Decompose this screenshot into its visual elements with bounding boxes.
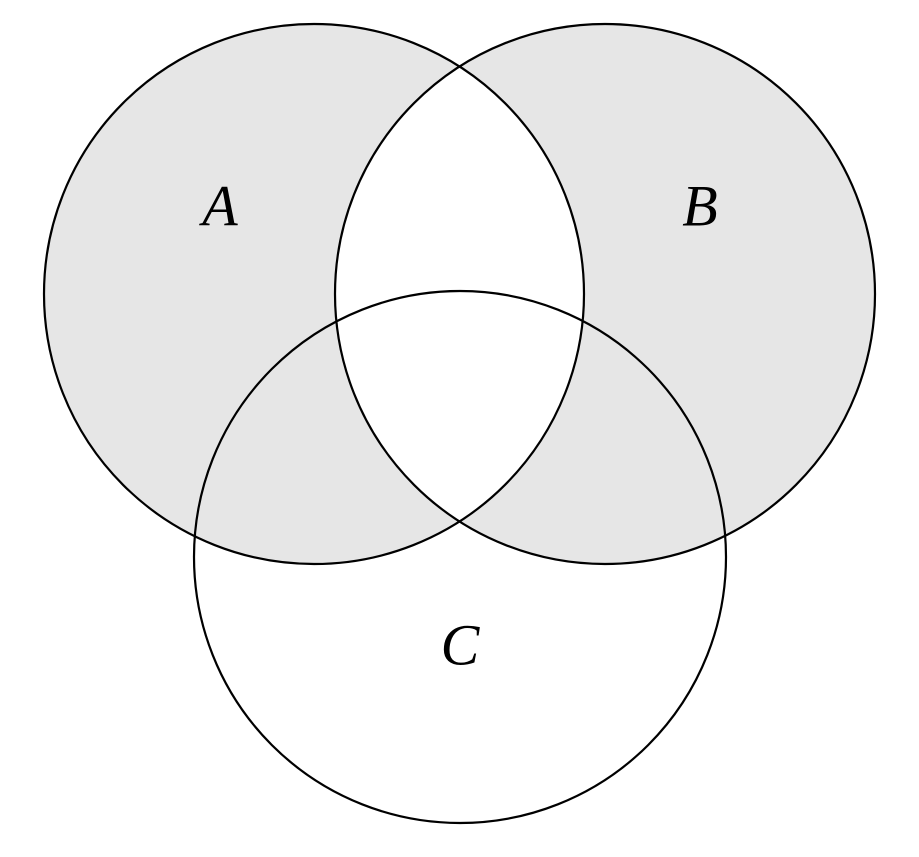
region-b-minus-a-shade xyxy=(335,24,875,564)
set-outlines-group xyxy=(42,22,877,825)
set-c-label: C xyxy=(441,613,481,678)
set-c-outline[interactable] xyxy=(192,289,728,825)
set-b-outline[interactable] xyxy=(333,22,877,566)
set-a-label: A xyxy=(198,174,238,239)
set-labels-group: A B C xyxy=(198,174,717,678)
set-a-outline[interactable] xyxy=(42,22,586,566)
shaded-regions-group xyxy=(44,24,875,564)
set-b-label: B xyxy=(682,174,717,239)
